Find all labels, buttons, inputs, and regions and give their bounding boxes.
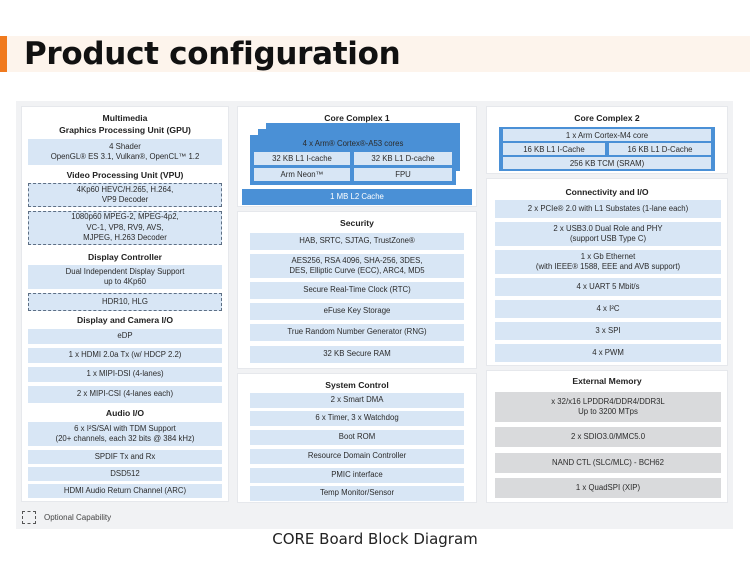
core-complex-1-panel: Core Complex 1 4 x Arm® Cortex®-A53 core… [237, 106, 477, 207]
spdif-block: SPDIF Tx and Rx [28, 450, 222, 464]
figure-caption: CORE Board Block Diagram [272, 530, 478, 548]
mipi-dsi-block: 1 x MIPI-DSI (4-lanes) [28, 367, 222, 382]
multimedia-title: Multimedia Graphics Processing Unit (GPU… [59, 113, 191, 135]
efuse-block: eFuse Key Storage [250, 303, 464, 320]
temp-sensor-block: Temp Monitor/Sensor [250, 486, 464, 501]
fpu-cell: FPU [354, 168, 452, 181]
hab-block: HAB, SRTC, SJTAG, TrustZone® [250, 233, 464, 250]
quadspi-block: 1 x QuadSPI (XIP) [495, 478, 721, 498]
mipi-csi-block: 2 x MIPI-CSI (4-lanes each) [28, 386, 222, 403]
vpu-1080p-decoder-block: 1080p60 MPEG-2, MPEG-4p2, VC-1, VP8, RV9… [28, 211, 222, 245]
rng-block: True Random Number Generator (RNG) [250, 324, 464, 341]
m4-core-cell: 1 x Arm Cortex-M4 core [503, 129, 711, 141]
edp-block: eDP [28, 329, 222, 344]
crypto-block: AES256, RSA 4096, SHA-256, 3DES, DES, El… [250, 254, 464, 278]
header-accent-bar [0, 36, 7, 72]
rdc-block: Resource Domain Controller [250, 449, 464, 464]
core-complex-2-panel: Core Complex 2 1 x Arm Cortex-M4 core 16… [486, 106, 728, 174]
hdmi-tx-block: 1 x HDMI 2.0a Tx (w/ HDCP 2.2) [28, 348, 222, 363]
secure-ram-block: 32 KB Secure RAM [250, 346, 464, 363]
core2-stack: 1 x Arm Cortex-M4 core 16 KB L1 I-Cache … [499, 127, 715, 171]
smart-dma-block: 2 x Smart DMA [250, 393, 464, 408]
l2-cache-block: 1 MB L2 Cache [242, 189, 472, 205]
a53-cores-label: 4 x Arm® Cortex®-A53 cores [302, 139, 404, 148]
page-title: Product configuration [24, 36, 401, 72]
page-header: Product configuration [0, 36, 750, 72]
l1-icache-cell: 32 KB L1 I-cache [254, 152, 350, 165]
rtc-block: Secure Real-Time Clock (RTC) [250, 282, 464, 299]
sai-block: 6 x I²S/SAI with TDM Support (20+ channe… [28, 422, 222, 446]
spi-block: 3 x SPI [495, 322, 721, 340]
pmic-block: PMIC interface [250, 468, 464, 483]
nand-block: NAND CTL (SLC/MLC) - BCH62 [495, 453, 721, 473]
gpu-shader-block: 4 Shader OpenGL® ES 3.1, Vulkan®, OpenCL… [28, 139, 222, 165]
external-memory-panel: External Memory x 32/x16 LPDDR4/DDR4/DDR… [486, 370, 728, 503]
legend-label: Optional Capability [44, 513, 112, 522]
hdmi-arc-block: HDMI Audio Return Channel (ARC) [28, 484, 222, 498]
dsd-block: DSD512 [28, 467, 222, 481]
external-memory-title: External Memory [572, 376, 642, 386]
timer-block: 6 x Timer, 3 x Watchdog [250, 411, 464, 426]
lpddr-block: x 32/x16 LPDDR4/DDR4/DDR3L Up to 3200 MT… [495, 392, 721, 422]
system-control-title: System Control [325, 380, 389, 390]
vpu-title: Video Processing Unit (VPU) [66, 170, 184, 180]
vpu-4k-decoder-block: 4Kp60 HEVC/H.265, H.264, VP9 Decoder [28, 183, 222, 207]
display-support-block: Dual Independent Display Support up to 4… [28, 265, 222, 289]
neon-cell: Arm Neon™ [254, 168, 350, 181]
sdio-block: 2 x SDIO3.0/MMC5.0 [495, 427, 721, 447]
left-column: Multimedia Graphics Processing Unit (GPU… [21, 106, 229, 502]
display-controller-title: Display Controller [87, 252, 163, 262]
security-title: Security [340, 218, 374, 228]
security-panel: Security HAB, SRTC, SJTAG, TrustZone® AE… [237, 211, 477, 369]
i2c-block: 4 x I²C [495, 300, 721, 318]
ethernet-block: 1 x Gb Ethernet (with IEEE® 1588, EEE an… [495, 250, 721, 274]
m4-dcache-cell: 16 KB L1 D-Cache [609, 143, 711, 155]
connectivity-panel: Connectivity and I/O 2 x PCIe® 2.0 with … [486, 178, 728, 366]
display-camera-title: Display and Camera I/O [77, 315, 173, 325]
core-stack-front: 4 x Arm® Cortex®-A53 cores 32 KB L1 I-ca… [250, 135, 456, 185]
core-complex-1-title: Core Complex 1 [324, 113, 390, 123]
pwm-block: 4 x PWM [495, 344, 721, 362]
block-diagram: Multimedia Graphics Processing Unit (GPU… [16, 101, 733, 529]
core-complex-2-title: Core Complex 2 [574, 113, 640, 123]
audio-title: Audio I/O [105, 408, 145, 418]
optional-capability-icon [22, 511, 36, 524]
hdr-block: HDR10, HLG [28, 293, 222, 311]
bootrom-block: Boot ROM [250, 430, 464, 445]
m4-icache-cell: 16 KB L1 I-Cache [503, 143, 605, 155]
usb-block: 2 x USB3.0 Dual Role and PHY (support US… [495, 222, 721, 246]
connectivity-title: Connectivity and I/O [565, 187, 649, 197]
tcm-cell: 256 KB TCM (SRAM) [503, 157, 711, 169]
uart-block: 4 x UART 5 Mbit/s [495, 278, 721, 296]
pcie-block: 2 x PCIe® 2.0 with L1 Substates (1-lane … [495, 200, 721, 218]
system-control-panel: System Control 2 x Smart DMA 6 x Timer, … [237, 373, 477, 503]
l1-dcache-cell: 32 KB L1 D-cache [354, 152, 452, 165]
